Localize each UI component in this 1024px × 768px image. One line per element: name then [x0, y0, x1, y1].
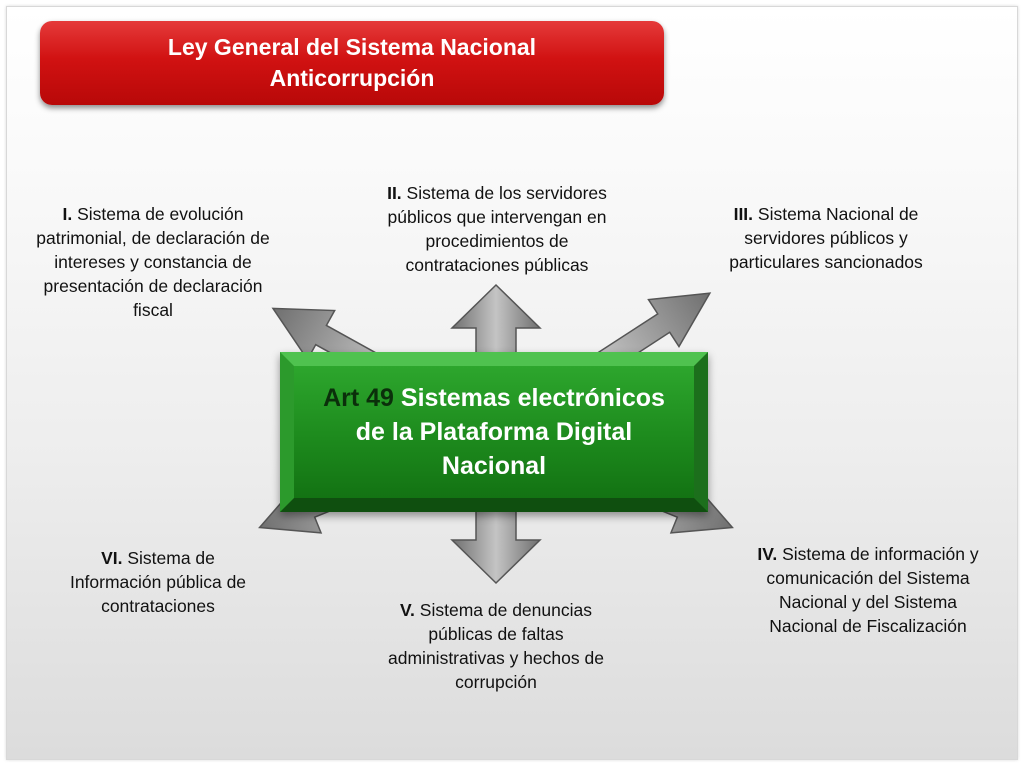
center-line-1-rest: Sistemas electrónicos — [393, 384, 665, 412]
item-v-line-2: públicas de faltas — [428, 624, 564, 644]
title-line-2: Anticorrupción — [269, 65, 435, 91]
item-i-line-5: fiscal — [133, 300, 173, 320]
item-i-number: I. — [62, 204, 73, 224]
item-v-number: V. — [399, 600, 415, 620]
item-ii-number: II. — [387, 183, 402, 203]
item-vi-line-2: Información pública de — [69, 572, 247, 592]
item-ii-label: II. Sistema de los servidores públicos q… — [357, 181, 637, 277]
item-iii-line-2: servidores públicos y — [744, 228, 908, 248]
item-iii-label: III. Sistema Nacional de servidores públ… — [696, 202, 956, 274]
item-i-line-1: Sistema de evolución — [77, 204, 244, 224]
item-ii-line-4: contrataciones públicas — [405, 255, 589, 275]
item-iv-line-4: Nacional de Fiscalización — [769, 616, 967, 636]
item-i-label: I. Sistema de evolución patrimonial, de … — [14, 202, 292, 322]
center-line-3: Nacional — [441, 452, 547, 480]
center-line-2: de la Plataforma Digital — [355, 418, 633, 446]
item-vi-number: VI. — [101, 548, 123, 568]
item-v-line-4: corrupción — [455, 672, 537, 692]
item-i-line-2: patrimonial, de declaración de — [36, 228, 270, 248]
item-ii-line-2: públicos que intervengan en — [387, 207, 607, 227]
item-v-line-3: administrativas y hechos de — [388, 648, 604, 668]
title-banner: Ley General del Sistema Nacional Anticor… — [40, 21, 664, 105]
item-iv-line-2: comunicación del Sistema — [766, 568, 970, 588]
item-iii-number: III. — [733, 204, 754, 224]
item-vi-line-3: contrataciones — [101, 596, 215, 616]
item-v-line-1: Sistema de denuncias — [419, 600, 592, 620]
center-box: Art 49 Sistemas electrónicos de la Plata… — [280, 352, 708, 512]
item-i-line-4: presentación de declaración — [43, 276, 263, 296]
item-ii-line-1: Sistema de los servidores — [406, 183, 607, 203]
item-iv-line-1: Sistema de información y — [782, 544, 979, 564]
article-number: Art 49 — [323, 384, 394, 412]
item-iii-line-3: particulares sancionados — [729, 252, 923, 272]
item-ii-line-3: procedimientos de — [425, 231, 569, 251]
item-v-label: V. Sistema de denuncias públicas de falt… — [356, 598, 636, 694]
item-iv-line-3: Nacional y del Sistema — [779, 592, 957, 612]
item-iii-line-1: Sistema Nacional de — [757, 204, 919, 224]
title-line-1: Ley General del Sistema Nacional — [167, 34, 537, 60]
item-iv-number: IV. — [757, 544, 778, 564]
item-iv-label: IV. Sistema de información y comunicació… — [730, 542, 1006, 638]
item-vi-line-1: Sistema de — [127, 548, 215, 568]
item-vi-label: VI. Sistema de Información pública de co… — [40, 546, 276, 618]
item-i-line-3: intereses y constancia de — [54, 252, 252, 272]
